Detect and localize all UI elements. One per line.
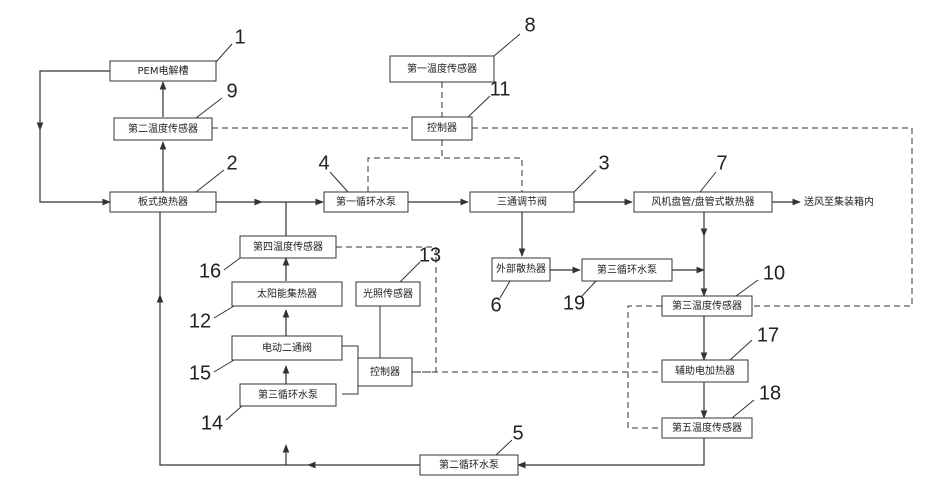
flow-pem-out — [40, 71, 110, 130]
leader-16 — [224, 258, 240, 270]
ref-number-4: 4 — [318, 152, 329, 174]
controller-top-box: 控制器 — [412, 117, 472, 140]
leader-11 — [468, 96, 490, 117]
light-sensor-box: 光照传感器 — [356, 282, 420, 306]
leader-7 — [700, 172, 716, 192]
ref-number-2: 2 — [226, 152, 237, 174]
leader-18 — [732, 400, 754, 418]
solar-collector-label: 太阳能集热器 — [257, 287, 317, 300]
leader-4 — [330, 172, 348, 192]
leader-15 — [214, 360, 234, 372]
ref-number-8: 8 — [524, 14, 535, 36]
ref-number-13: 13 — [419, 244, 441, 266]
ref-number-14: 14 — [201, 412, 223, 434]
fourth-temp-sensor-label: 第四温度传感器 — [253, 240, 323, 253]
second-temp-sensor-label: 第二温度传感器 — [128, 122, 198, 135]
ref-number-3: 3 — [598, 152, 609, 174]
wire-pump3-to-controller — [342, 384, 358, 394]
solar-collector-box: 太阳能集热器 — [232, 282, 342, 306]
fan-coil-label: 风机盘管/盘管式散热器 — [651, 195, 754, 208]
second-pump-box: 第二循环水泵 — [420, 455, 518, 475]
electric-valve-label: 电动二通阀 — [262, 341, 312, 354]
leader-8 — [494, 34, 520, 56]
external-radiator-label: 外部散热器 — [496, 262, 546, 275]
first-pump-box: 第一循环水泵 — [324, 192, 408, 212]
leader-13 — [400, 262, 420, 282]
wire-valve-to-controller — [342, 346, 358, 374]
leader-2 — [196, 170, 224, 192]
fourth-temp-sensor-box: 第四温度传感器 — [240, 236, 336, 258]
leader-17 — [730, 340, 752, 360]
ref-number-18: 18 — [759, 382, 781, 404]
first-pump-label: 第一循环水泵 — [336, 195, 396, 208]
aux-heater-label: 辅助电加热器 — [675, 364, 735, 377]
controller-bottom-box: 控制器 — [358, 358, 412, 386]
ref-number-11: 11 — [490, 78, 511, 100]
third-pump-left-label: 第三循环水泵 — [258, 388, 318, 401]
leader-3 — [574, 170, 596, 192]
signal-sensor3-sensor5 — [628, 306, 662, 428]
leader-1 — [216, 44, 232, 62]
pem-cell-box: PEM电解槽 — [110, 61, 216, 81]
aux-heater-box: 辅助电加热器 — [662, 360, 748, 382]
leader-14 — [226, 406, 242, 420]
ref-number-12: 12 — [189, 310, 211, 332]
ref-number-9: 9 — [226, 80, 237, 102]
leader-12 — [214, 306, 234, 318]
light-sensor-label: 光照传感器 — [363, 287, 413, 300]
three-way-valve-box: 三通调节阀 — [470, 192, 574, 212]
second-temp-sensor-box: 第二温度传感器 — [114, 118, 212, 140]
ref-number-19: 19 — [563, 292, 585, 314]
ref-number-15: 15 — [189, 362, 211, 384]
third-pump-right-box: 第三循环水泵 — [582, 259, 672, 281]
fifth-temp-sensor-label: 第五温度传感器 — [672, 421, 742, 434]
ref-number-6: 6 — [490, 294, 501, 316]
ref-number-10: 10 — [763, 262, 785, 284]
ref-number-16: 16 — [199, 260, 221, 282]
signal-controller-to-pump-valve — [368, 158, 522, 192]
electric-valve-box: 电动二通阀 — [232, 336, 342, 360]
leader-10 — [736, 280, 758, 296]
first-temp-sensor-box: 第一温度传感器 — [390, 56, 494, 82]
three-way-valve-label: 三通调节阀 — [497, 195, 547, 208]
ref-number-17: 17 — [757, 324, 779, 346]
ref-number-1: 1 — [234, 26, 245, 48]
third-temp-sensor-label: 第三温度传感器 — [672, 299, 742, 312]
controller-bottom-label: 控制器 — [370, 365, 400, 378]
fifth-temp-sensor-box: 第五温度传感器 — [662, 418, 752, 438]
plate-heat-exchanger-box: 板式换热器 — [110, 192, 216, 212]
ref-number-7: 7 — [716, 152, 727, 174]
flow-sensor5-to-pump2 — [518, 438, 704, 465]
external-radiator-box: 外部散热器 — [492, 258, 550, 281]
third-pump-right-label: 第三循环水泵 — [597, 263, 657, 276]
ref-number-5: 5 — [512, 422, 523, 444]
first-temp-sensor-label: 第一温度传感器 — [407, 62, 477, 75]
second-pump-label: 第二循环水泵 — [439, 458, 499, 471]
third-pump-left-box: 第三循环水泵 — [240, 384, 336, 406]
leader-9 — [196, 98, 222, 118]
outlet-label: 送风至集装箱内 — [804, 195, 874, 208]
third-temp-sensor-box: 第三温度传感器 — [662, 296, 752, 316]
pem-cell-label: PEM电解槽 — [138, 64, 189, 77]
flow-into-plate — [40, 130, 110, 202]
plate-heat-exchanger-label: 板式换热器 — [138, 195, 188, 208]
fan-coil-box: 风机盘管/盘管式散热器 — [634, 192, 772, 212]
controller-top-label: 控制器 — [427, 121, 457, 134]
leader-5 — [496, 440, 512, 455]
